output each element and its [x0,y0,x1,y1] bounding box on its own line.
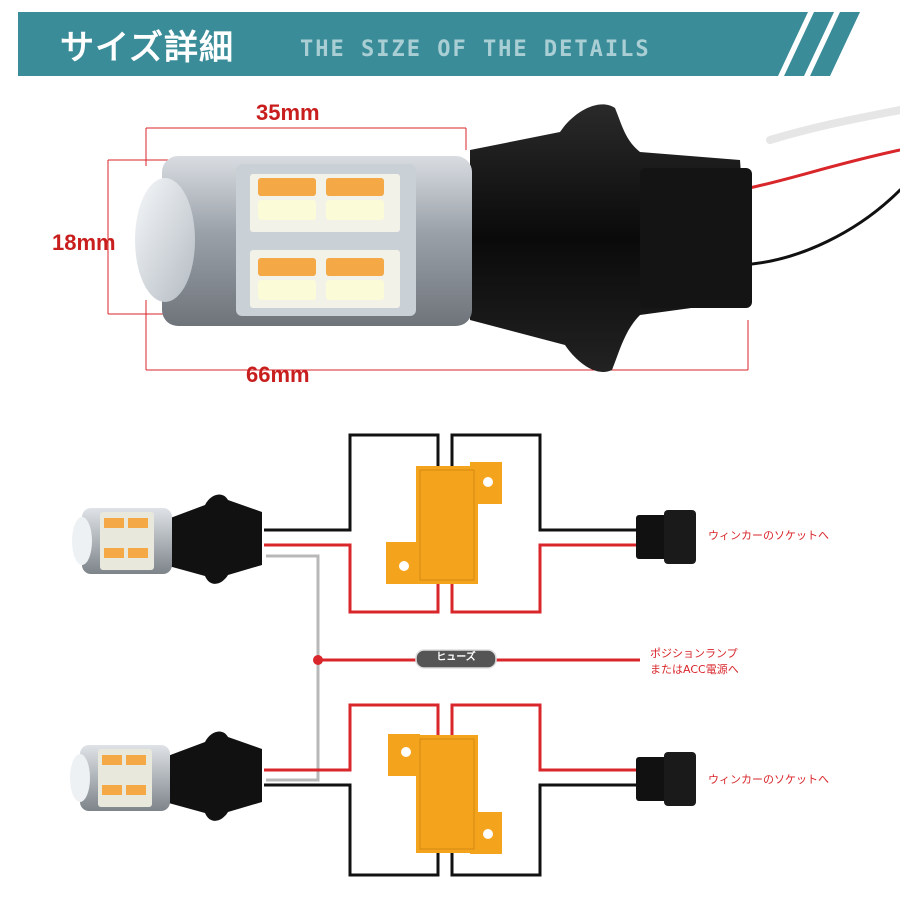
header-banner-shape [18,12,860,76]
resistor-bottom [388,734,502,854]
fuse-line [313,649,640,669]
fuse-icon [415,649,497,669]
resistor-top [386,462,502,584]
dimension-diameter: 18mm [52,230,116,255]
power-note-line1: ポジションランプ [650,647,738,660]
socket-note-bottom: ウィンカーのソケットへ [708,773,829,786]
page-subtitle: THE SIZE OF THE DETAILS [300,37,651,62]
gray-wire [266,554,320,782]
socket-top-icon [636,510,696,564]
bulb-small-bottom [70,731,262,821]
dimension-length-top: 35mm [256,100,320,125]
dimension-lines [107,127,749,371]
bulb-small-top [72,494,262,584]
header-banner: サイズ詳細 THE SIZE OF THE DETAILS [18,12,878,76]
socket-bottom-icon [636,752,696,806]
bottom-wire-loop [264,703,636,877]
bulb-base [470,104,752,372]
socket-note-top: ウィンカーのソケットへ [708,529,829,542]
fuse-label: ヒューズ [436,652,476,663]
dimension-length-total: 66mm [246,362,310,387]
bulb-body [135,156,472,326]
bulb-wires [738,106,900,267]
page-title: サイズ詳細 [60,28,234,68]
power-note-line2: またはACC電源へ [650,663,739,676]
top-wire-loop [264,433,636,614]
